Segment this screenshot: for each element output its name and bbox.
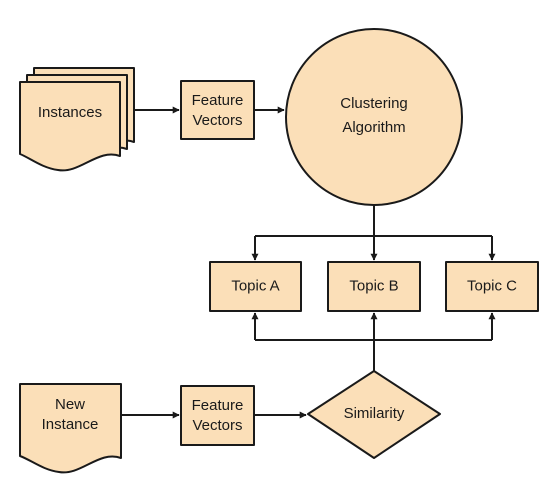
- topic-b-node: Topic B: [327, 261, 421, 312]
- similarity-diamond: [307, 370, 441, 459]
- new-instance-node: New Instance: [19, 383, 122, 474]
- clustering-algorithm-label-line1: Clustering: [340, 95, 408, 112]
- clustering-algorithm-label-line2: Algorithm: [342, 119, 405, 136]
- feature-vectors-top-label-line1: Feature: [192, 92, 244, 109]
- feature-vectors-bottom-node: Feature Vectors: [180, 385, 255, 446]
- instances-sheet-front: [19, 81, 121, 172]
- topic-a-box: [209, 261, 302, 312]
- topic-c-label: Topic C: [467, 277, 517, 294]
- feature-vectors-top-box: [180, 80, 255, 140]
- feature-vectors-top-node: Feature Vectors: [180, 80, 255, 140]
- new-instance-document: [19, 383, 122, 474]
- feature-vectors-top-label-line2: Vectors: [192, 112, 242, 129]
- topic-b-box: [327, 261, 421, 312]
- topic-b-label: Topic B: [349, 277, 398, 294]
- feature-vectors-bottom-box: [180, 385, 255, 446]
- topic-c-box: [445, 261, 539, 312]
- feature-vectors-bottom-label-line1: Feature: [192, 397, 244, 414]
- topic-c-node: Topic C: [445, 261, 539, 312]
- feature-vectors-bottom-label-line2: Vectors: [192, 417, 242, 434]
- new-instance-label-line1: New: [55, 396, 85, 413]
- similarity-label: Similarity: [344, 405, 405, 422]
- clustering-algorithm-node: Clustering Algorithm: [285, 28, 463, 206]
- clustering-algorithm-circle: [285, 28, 463, 206]
- topic-a-label: Topic A: [231, 277, 279, 294]
- similarity-node: Similarity: [307, 370, 441, 459]
- topic-a-node: Topic A: [209, 261, 302, 312]
- instances-label: Instances: [38, 104, 102, 121]
- instances-node: Instances: [19, 67, 135, 172]
- new-instance-label-line2: Instance: [42, 416, 99, 433]
